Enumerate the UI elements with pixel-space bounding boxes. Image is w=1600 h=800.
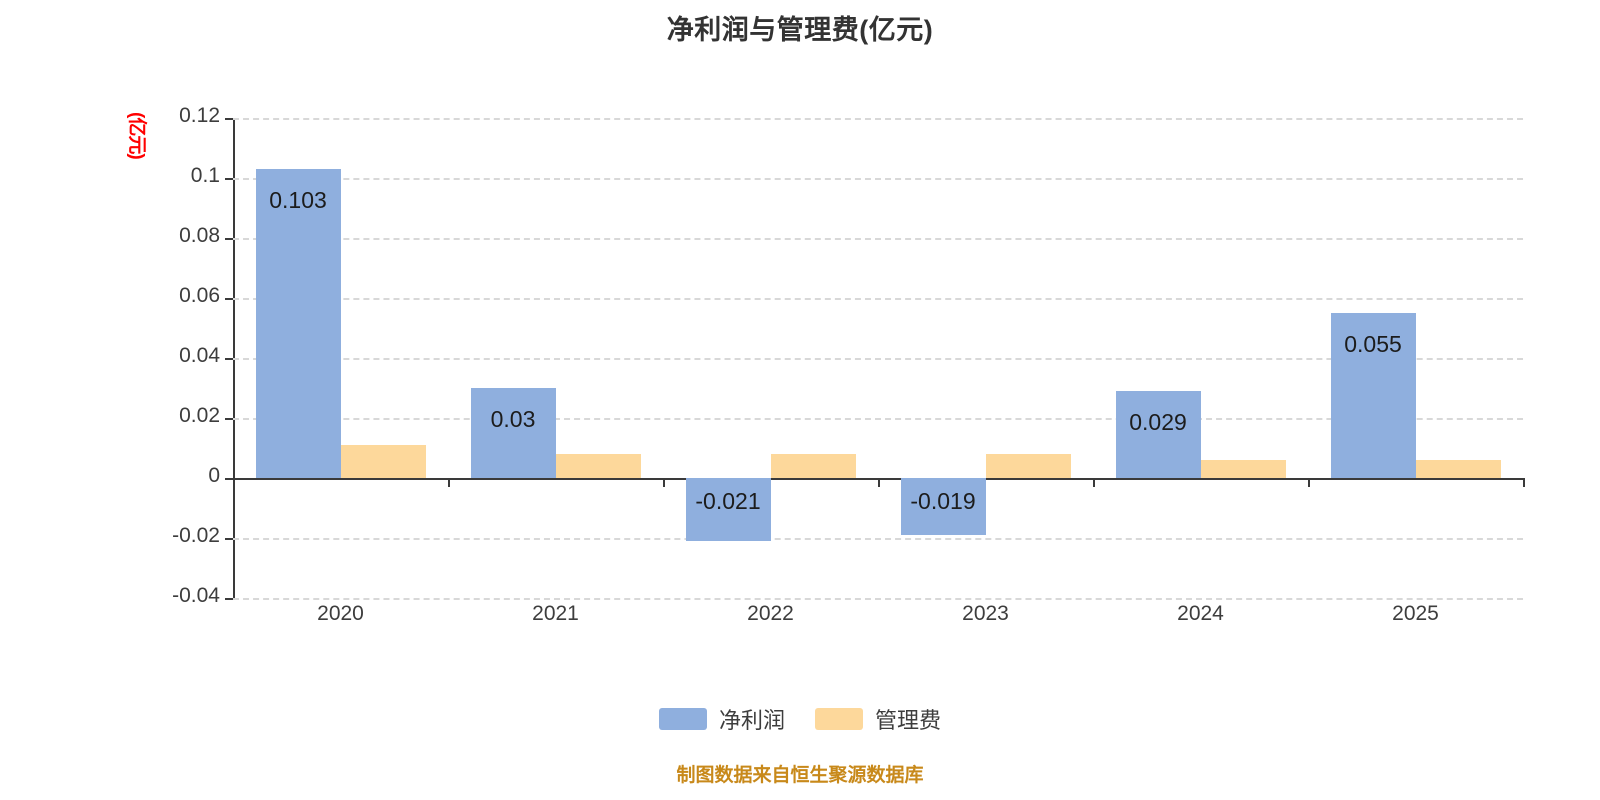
bar-value-label: -0.021 [695, 488, 761, 514]
x-axis-tick [663, 478, 665, 487]
x-axis-tick-label: 2021 [532, 602, 579, 625]
y-axis-tick-label: 0.04 [179, 344, 220, 367]
y-axis-tick [225, 538, 233, 540]
bar-value-label: -0.019 [910, 488, 976, 514]
legend-item-净利润[interactable]: 净利润 [658, 703, 785, 735]
gridline [233, 598, 1523, 600]
gridline [233, 418, 1523, 420]
y-axis-tick-label: -0.04 [172, 584, 220, 607]
y-axis-tick [225, 418, 233, 420]
y-axis-tick-label: 0.06 [179, 284, 220, 307]
bar-净利润-2025[interactable] [1330, 313, 1416, 478]
gridline [233, 238, 1523, 240]
x-axis-tick [233, 478, 235, 487]
legend-swatch [815, 708, 863, 730]
bar-管理费-2025[interactable] [1415, 460, 1501, 478]
x-axis-tick-label: 2024 [1177, 602, 1224, 625]
gridline [233, 178, 1523, 180]
x-axis-tick [1523, 478, 1525, 487]
bar-value-label: 0.103 [269, 187, 327, 213]
y-axis-tick-label: 0.12 [179, 104, 220, 127]
y-axis-tick-label: 0 [208, 464, 220, 487]
bar-value-label: 0.055 [1344, 331, 1402, 357]
bar-value-label: 0.029 [1129, 409, 1187, 435]
y-axis-tick-label: -0.02 [172, 524, 220, 547]
x-axis-tick [1308, 478, 1310, 487]
x-axis-tick-label: 2022 [747, 602, 794, 625]
gridline [233, 358, 1523, 360]
y-axis-tick [225, 478, 233, 480]
y-axis-tick-label: 0.1 [190, 164, 220, 187]
x-axis-tick-label: 2020 [317, 602, 364, 625]
gridline [233, 118, 1523, 120]
x-axis-tick-label: 2025 [1392, 602, 1439, 625]
bar-净利润-2024[interactable] [1115, 391, 1201, 478]
chart-title: 净利润与管理费(亿元) [666, 15, 934, 45]
x-axis-tick [1093, 478, 1095, 487]
legend-label: 净利润 [718, 708, 785, 733]
y-axis-tick [225, 118, 233, 120]
chart-legend: 净利润 管理费 [0, 703, 1600, 735]
legend-item-管理费[interactable]: 管理费 [815, 703, 941, 735]
bar-管理费-2023[interactable] [985, 454, 1071, 478]
plot-area: 0.103 0.03 -0.021 -0.019 0.029 0.055 [225, 118, 1525, 600]
y-axis-tick [225, 358, 233, 360]
gridline [233, 538, 1523, 540]
x-axis-tick [878, 478, 880, 487]
bar-管理费-2024[interactable] [1200, 460, 1286, 478]
bar-管理费-2021[interactable] [555, 454, 641, 478]
y-axis-tick [225, 298, 233, 300]
bar-净利润-2022[interactable] [685, 478, 771, 541]
bar-value-label: 0.03 [490, 406, 536, 432]
bar-净利润-2023[interactable] [900, 478, 986, 535]
gridline [233, 298, 1523, 300]
y-axis-tick-label: 0.08 [179, 224, 220, 247]
y-axis-tick [225, 238, 233, 240]
legend-swatch [658, 708, 707, 730]
bar-净利润-2021[interactable] [470, 388, 556, 478]
y-axis-tick-label: 0.02 [179, 404, 220, 427]
footer-annotation: 制图数据来自恒生聚源数据库 [676, 765, 924, 786]
legend-label: 管理费 [875, 708, 942, 733]
x-axis-tick [448, 478, 450, 487]
bar-管理费-2020[interactable] [340, 445, 426, 478]
x-axis-tick-label: 2023 [962, 602, 1009, 625]
bar-净利润-2020[interactable] [255, 169, 341, 478]
y-axis-tick [225, 178, 233, 180]
bar-管理费-2022[interactable] [770, 454, 856, 478]
y-axis-tick [225, 598, 233, 600]
